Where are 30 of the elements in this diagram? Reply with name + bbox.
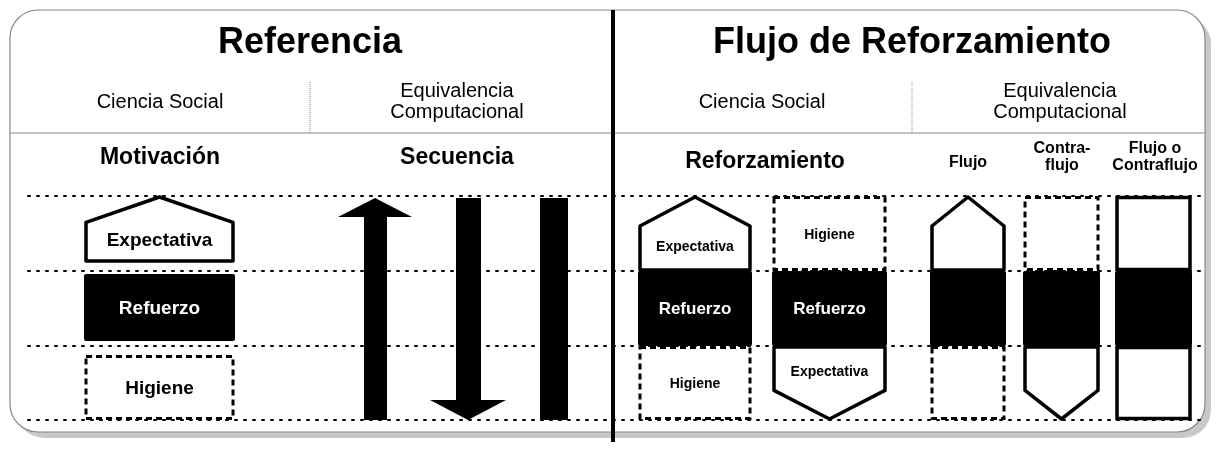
column-heading: Secuencia [399,144,515,169]
filled-box [1023,271,1100,346]
column-heading: Equivalencia Computacional [389,80,525,122]
filled-box [1115,271,1192,346]
column-heading: Ciencia Social [697,91,827,112]
filled-box: Refuerzo [638,271,752,346]
column-heading: Contra- flujo [1033,140,1091,174]
outlined-box [1115,346,1192,420]
filled-box [930,271,1006,346]
column-heading: Flujo [947,154,989,171]
inverted-house-box: Expectativa [772,346,887,420]
dashed-box: Higiene [84,355,235,420]
dashed-box: Higiene [638,346,752,420]
outlined-box [1115,196,1192,271]
column-heading: Ciencia Social [95,91,225,112]
column-heading: Equivalencia Computacional [992,80,1128,122]
title: Flujo de Reforzamiento [712,22,1112,60]
dashed-box [930,346,1006,420]
house-shaped-box: Expectativa [84,196,235,262]
inverted-house-box [1023,346,1100,420]
dashed-box: Higiene [772,196,887,271]
column-heading: Reforzamiento [684,148,846,173]
filled-box: Refuerzo [84,274,235,341]
column-heading: Motivación [98,144,222,169]
title: Referencia [216,22,404,60]
house-shaped-box [930,196,1006,271]
column-heading: Flujo o Contraflujo [1111,140,1199,174]
dashed-box [1023,196,1100,271]
filled-box: Refuerzo [772,271,887,346]
house-shaped-box: Expectativa [638,196,752,271]
